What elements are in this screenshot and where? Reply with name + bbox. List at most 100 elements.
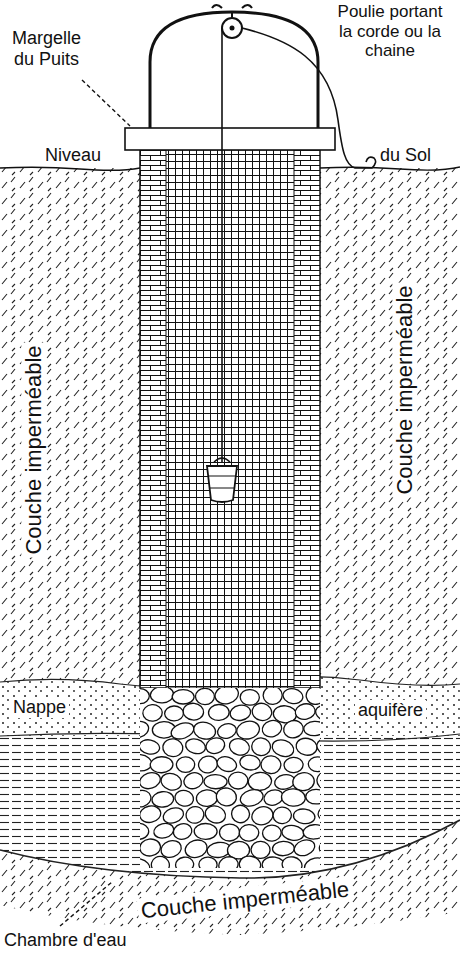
stone — [159, 771, 183, 792]
ground-level-label: du Sol — [380, 145, 431, 166]
curb-label: Margelle du Puits — [4, 28, 89, 69]
stone — [229, 704, 252, 723]
pulley-hanger — [231, 12, 233, 18]
stone — [251, 737, 272, 757]
layer-label: Couche imperméable — [21, 342, 46, 557]
stone — [150, 688, 174, 704]
chamber-label: Chambre d'eau — [4, 930, 127, 951]
stone — [173, 789, 195, 808]
bucket — [207, 466, 237, 502]
stone — [182, 770, 205, 791]
stone — [260, 755, 281, 774]
stone — [142, 704, 162, 722]
stone — [282, 718, 305, 740]
stone — [203, 803, 228, 825]
bucket-handle — [214, 458, 230, 462]
stone — [228, 772, 247, 789]
stone — [281, 855, 304, 868]
stone — [140, 804, 162, 824]
pulley-label: Poulie portant la corde ou la chaine — [330, 2, 450, 61]
layer-label: Couche imperméable — [137, 876, 354, 924]
stone — [239, 824, 259, 841]
stone — [295, 736, 319, 757]
stone-base — [140, 688, 320, 868]
leader-line — [60, 882, 112, 926]
stone — [184, 804, 206, 825]
stone — [194, 823, 217, 839]
stone — [140, 857, 151, 868]
stone — [140, 719, 151, 740]
stone — [316, 771, 320, 790]
stone — [199, 857, 218, 868]
stone — [213, 688, 240, 706]
stone — [303, 824, 320, 840]
stone — [149, 854, 171, 868]
stone — [292, 837, 317, 858]
aquifer-label: aquifère — [355, 700, 426, 721]
stone — [263, 688, 283, 705]
chamber-bottom — [0, 820, 460, 878]
rope — [221, 28, 223, 462]
stone — [229, 803, 252, 825]
impermeable-floor — [0, 820, 460, 935]
stone — [282, 688, 304, 705]
stone — [317, 839, 320, 859]
stone — [140, 838, 161, 857]
stone — [175, 856, 195, 868]
stone — [315, 736, 320, 758]
stone — [172, 690, 194, 704]
stone — [249, 804, 275, 828]
stone — [152, 821, 175, 840]
stone — [248, 772, 273, 792]
stone — [162, 737, 184, 758]
pulley-frame — [150, 12, 318, 128]
well-curb — [125, 128, 335, 150]
stone — [215, 786, 238, 807]
bucket-bands — [209, 476, 235, 488]
stone — [176, 757, 195, 773]
stone — [281, 824, 305, 842]
stone — [262, 825, 282, 842]
frame-ornament — [212, 5, 252, 8]
stone — [239, 754, 261, 771]
stone — [182, 702, 204, 721]
stone — [238, 855, 261, 868]
layer-label: Couche imperméable — [392, 282, 417, 497]
stone — [172, 822, 194, 842]
stone — [281, 788, 306, 807]
pulley-axle — [230, 26, 235, 31]
stone — [272, 841, 294, 856]
stone-lining — [140, 688, 320, 868]
stone — [195, 688, 214, 704]
stone — [184, 737, 207, 756]
stone — [204, 735, 227, 756]
stone — [317, 805, 320, 822]
stone — [217, 854, 240, 868]
stone — [306, 789, 320, 804]
stone — [161, 805, 186, 826]
brick-shaft — [140, 150, 320, 688]
stone — [208, 704, 229, 721]
stone — [140, 688, 150, 704]
pulley — [222, 18, 242, 38]
stone — [204, 774, 227, 789]
stone — [272, 806, 292, 824]
stone — [219, 824, 240, 841]
stone — [197, 754, 219, 775]
stone — [196, 789, 218, 807]
stone — [215, 754, 238, 774]
stone — [303, 856, 320, 868]
stone — [308, 757, 320, 772]
stone — [303, 721, 320, 737]
stone — [294, 702, 317, 721]
stone — [140, 770, 162, 791]
stone — [150, 756, 173, 773]
leader-line — [82, 80, 130, 126]
stone — [250, 701, 273, 722]
stone — [140, 823, 149, 840]
stone — [140, 738, 161, 755]
stone — [284, 757, 304, 773]
